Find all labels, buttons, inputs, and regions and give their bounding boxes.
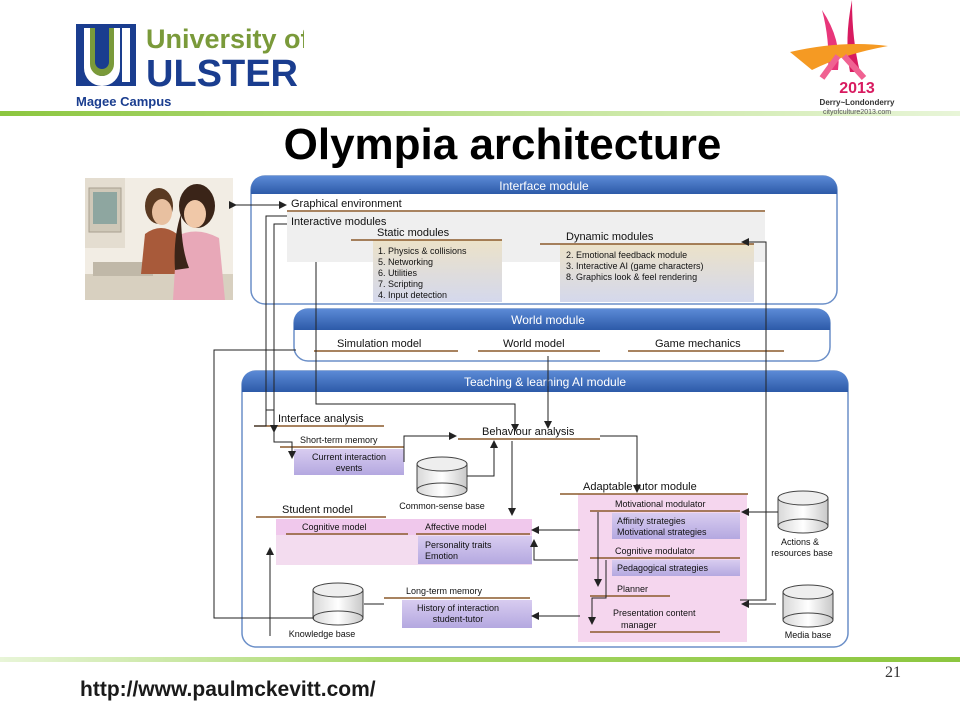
static-item: 6. Utilities [378, 268, 418, 278]
city-name: Derry~Londonderry [820, 98, 895, 107]
city-site: cityofculture2013.com [823, 109, 891, 116]
long-term-memory-label: Long-term memory [406, 586, 483, 596]
knowledge-base-icon [312, 582, 364, 626]
media-base-label: Media base [785, 630, 832, 640]
city-of-culture-logo: 2013 Derry~Londonderry cityofculture2013… [790, 0, 895, 116]
page-number: 21 [885, 664, 901, 681]
affinity-strategies-label: Affinity strategies [617, 516, 686, 526]
world-module-label: World module [511, 313, 585, 327]
university-logo-mark [76, 24, 136, 86]
actions-base-label: Actions & [781, 537, 819, 547]
actions-resources-base-icon [777, 490, 829, 534]
history-label: History of interaction [417, 603, 499, 613]
static-modules-box: Static modules 1. Physics & collisions 5… [351, 227, 502, 302]
short-term-memory-label: Short-term memory [300, 435, 378, 445]
common-sense-base-icon [416, 456, 468, 498]
students-photo [85, 178, 233, 300]
dynamic-item: 8. Graphics look & feel rendering [566, 272, 697, 282]
interface-analysis-label: Interface analysis [278, 413, 364, 425]
current-interaction-label: events [336, 463, 363, 473]
behaviour-analysis-label: Behaviour analysis [482, 426, 575, 438]
current-interaction-label: Current interaction [312, 452, 386, 462]
header-divider [0, 111, 960, 116]
interface-module: Interface module Graphical environment I… [250, 175, 838, 305]
motivational-strategies-label: Motivational strategies [617, 527, 707, 537]
teaching-module: Teaching & learning AI module Interface … [241, 370, 849, 648]
pedagogical-strategies-label: Pedagogical strategies [617, 563, 709, 573]
student-model-label: Student model [282, 504, 353, 516]
emotion-label: Emotion [425, 551, 458, 561]
game-mechanics-label: Game mechanics [655, 338, 741, 350]
presentation-manager-label: manager [621, 620, 657, 630]
dynamic-modules-box: Dynamic modules 2. Emotional feedback mo… [540, 231, 754, 302]
personality-label: Personality traits [425, 540, 492, 550]
actions-base-label: resources base [771, 548, 833, 558]
static-item: 1. Physics & collisions [378, 246, 467, 256]
world-module: World module Simulation model World mode… [293, 308, 831, 362]
static-item: 7. Scripting [378, 279, 423, 289]
static-item: 5. Networking [378, 257, 433, 267]
static-item: 4. Input detection [378, 290, 447, 300]
adaptable-tutor-module: Adaptable tutor module Motivational modu… [560, 481, 748, 642]
university-name-line2: ULSTER [146, 53, 298, 95]
dynamic-modules-label: Dynamic modules [566, 231, 654, 243]
university-logo: University of ULSTER [76, 24, 304, 95]
motivational-modulator-label: Motivational modulator [615, 499, 706, 509]
adaptable-tutor-label: Adaptable tutor module [583, 481, 697, 493]
connectors [213, 201, 778, 636]
footer-divider [0, 657, 960, 662]
city-year: 2013 [839, 80, 875, 97]
university-name-line1: University of [146, 24, 304, 54]
interface-module-label: Interface module [499, 179, 589, 193]
history-label: student-tutor [433, 614, 484, 624]
teaching-module-label: Teaching & learning AI module [464, 375, 626, 389]
planner-label: Planner [617, 584, 648, 594]
media-base-icon [782, 584, 834, 628]
footer-url[interactable]: http://www.paulmckevitt.com/ [80, 678, 376, 701]
dynamic-item: 3. Interactive AI (game characters) [566, 261, 704, 271]
affective-model-label: Affective model [425, 522, 486, 532]
cognitive-modulator-label: Cognitive modulator [615, 546, 695, 556]
knowledge-base-label: Knowledge base [289, 629, 356, 639]
slide-title: Olympia architecture [283, 120, 722, 169]
dynamic-item: 2. Emotional feedback module [566, 250, 687, 260]
cognitive-model-label: Cognitive model [302, 522, 367, 532]
simulation-model-label: Simulation model [337, 338, 421, 350]
static-modules-label: Static modules [377, 227, 450, 239]
campus-label: Magee Campus [76, 94, 172, 109]
world-model-label: World model [503, 338, 565, 350]
common-sense-base-label: Common-sense base [399, 501, 485, 511]
interactive-modules-label: Interactive modules [291, 216, 387, 228]
presentation-manager-label: Presentation content [613, 608, 696, 618]
graphical-environment-label: Graphical environment [291, 198, 402, 210]
